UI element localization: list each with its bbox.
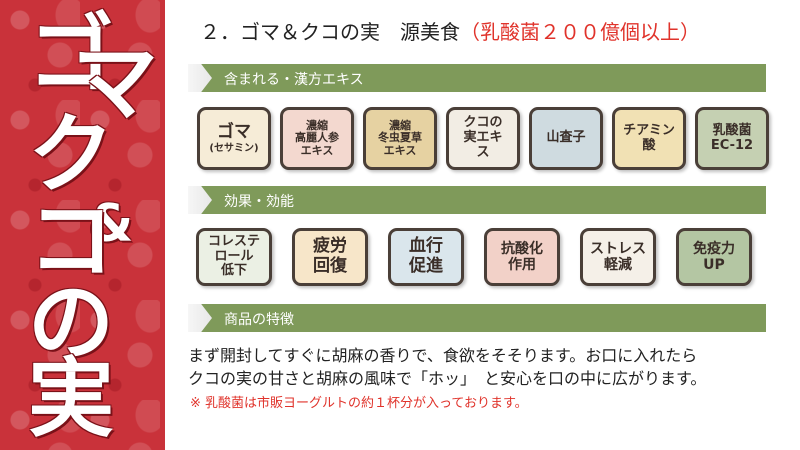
product-note: ※ 乳酸菌は市販ヨーグルトの約１杯分が入っております。 <box>190 396 528 411</box>
ingredient-line: チアミン <box>623 122 675 138</box>
chevron-right-icon <box>188 304 212 332</box>
section-bar-product: 商品の特徴 <box>188 304 766 332</box>
side-title-char: ク <box>28 105 114 205</box>
section-bar-ingredients: 含まれる・漢方エキス <box>188 64 766 92</box>
side-title-char: ゴ <box>28 5 114 105</box>
description-line: まず開封してすぐに胡麻の香りで、食欲をそそります。お口に入れたら <box>188 346 698 365</box>
side-title-char: の <box>28 273 114 373</box>
section-label: 商品の特徴 <box>224 312 294 328</box>
page-title-highlight: （乳酸菌２００億個以上） <box>460 20 700 44</box>
effect-box: 免疫力 UP <box>676 228 752 286</box>
ingredient-line: EC-12 <box>710 137 754 153</box>
effect-line: 疲労 <box>313 236 347 257</box>
effect-line: 血行 <box>409 236 443 257</box>
effect-line: 免疫力 <box>693 240 735 257</box>
section-label: 効果・効能 <box>224 194 294 210</box>
ingredient-line: 乳酸菌 <box>712 122 752 138</box>
effect-line: 作用 <box>508 257 536 273</box>
effect-line: ストレス <box>590 240 646 257</box>
effect-box: コレステ ロール 低下 <box>196 228 272 286</box>
product-description: まず開封してすぐに胡麻の香りで、食欲をそそります。お口に入れたら クコの実の甘さ… <box>188 344 788 390</box>
effect-line: 促進 <box>409 256 443 276</box>
ingredient-line: 濃縮 <box>306 118 328 132</box>
ingredient-box: チアミン 酸 <box>612 107 686 170</box>
chevron-right-icon <box>188 186 212 214</box>
side-title-panel: ゴ マ & ク コ の 実 <box>0 0 165 450</box>
effect-line: UP <box>703 257 725 273</box>
ingredient-line: 冬虫夏草 <box>378 131 422 145</box>
side-title-char: マ <box>72 33 158 133</box>
ingredient-line: クコの <box>463 115 503 131</box>
side-title-char: コ <box>28 191 114 291</box>
ingredient-line: 酸 <box>642 137 656 153</box>
page-title: ２．ゴマ＆クコの実 源美食（乳酸菌２００億個以上） <box>200 16 700 45</box>
ingredient-line: (セサミン) <box>209 142 259 154</box>
page-title-main: ２．ゴマ＆クコの実 源美食 <box>200 20 460 44</box>
ingredient-line: 山査子 <box>546 130 586 146</box>
effect-line: 軽減 <box>604 257 632 273</box>
ingredient-box: 濃縮 冬虫夏草 エキス <box>363 107 437 170</box>
ingredient-line: ゴマ <box>216 121 251 142</box>
side-title-ampersand: & <box>88 194 134 254</box>
effect-box: 抗酸化 作用 <box>484 228 560 286</box>
effect-line: コレステ <box>207 233 260 249</box>
ingredient-line: 濃縮 <box>389 118 411 132</box>
effect-line: 低下 <box>220 263 247 279</box>
effect-box: ストレス 軽減 <box>580 228 656 286</box>
effect-line: ロール <box>214 248 254 264</box>
effect-box: 血行 促進 <box>388 228 464 286</box>
ingredient-box: 濃縮 高麗人参 エキス <box>280 107 354 170</box>
ingredient-line: 高麗人参 <box>295 131 339 145</box>
ingredient-line: エキス <box>300 143 334 157</box>
section-bar-effects: 効果・効能 <box>188 186 766 214</box>
effect-line: 回復 <box>313 256 347 276</box>
ingredient-line: ス <box>476 144 490 160</box>
ingredient-box: クコの 実エキ ス <box>446 107 520 170</box>
chevron-right-icon <box>188 64 212 92</box>
section-label: 含まれる・漢方エキス <box>224 72 364 88</box>
effect-line: 抗酸化 <box>501 240 543 257</box>
ingredient-box: 山査子 <box>529 107 603 170</box>
ingredient-box: ゴマ (セサミン) <box>197 107 271 170</box>
ingredient-box: 乳酸菌 EC-12 <box>695 107 769 170</box>
effect-box: 疲労 回復 <box>292 228 368 286</box>
ingredient-line: 実エキ <box>463 130 503 146</box>
side-title-char: 実 <box>28 349 114 449</box>
ingredient-line: エキス <box>383 143 417 157</box>
description-line: クコの実の甘さと胡麻の風味で「ホッ」 と安心を口の中に広がります。 <box>188 369 707 388</box>
